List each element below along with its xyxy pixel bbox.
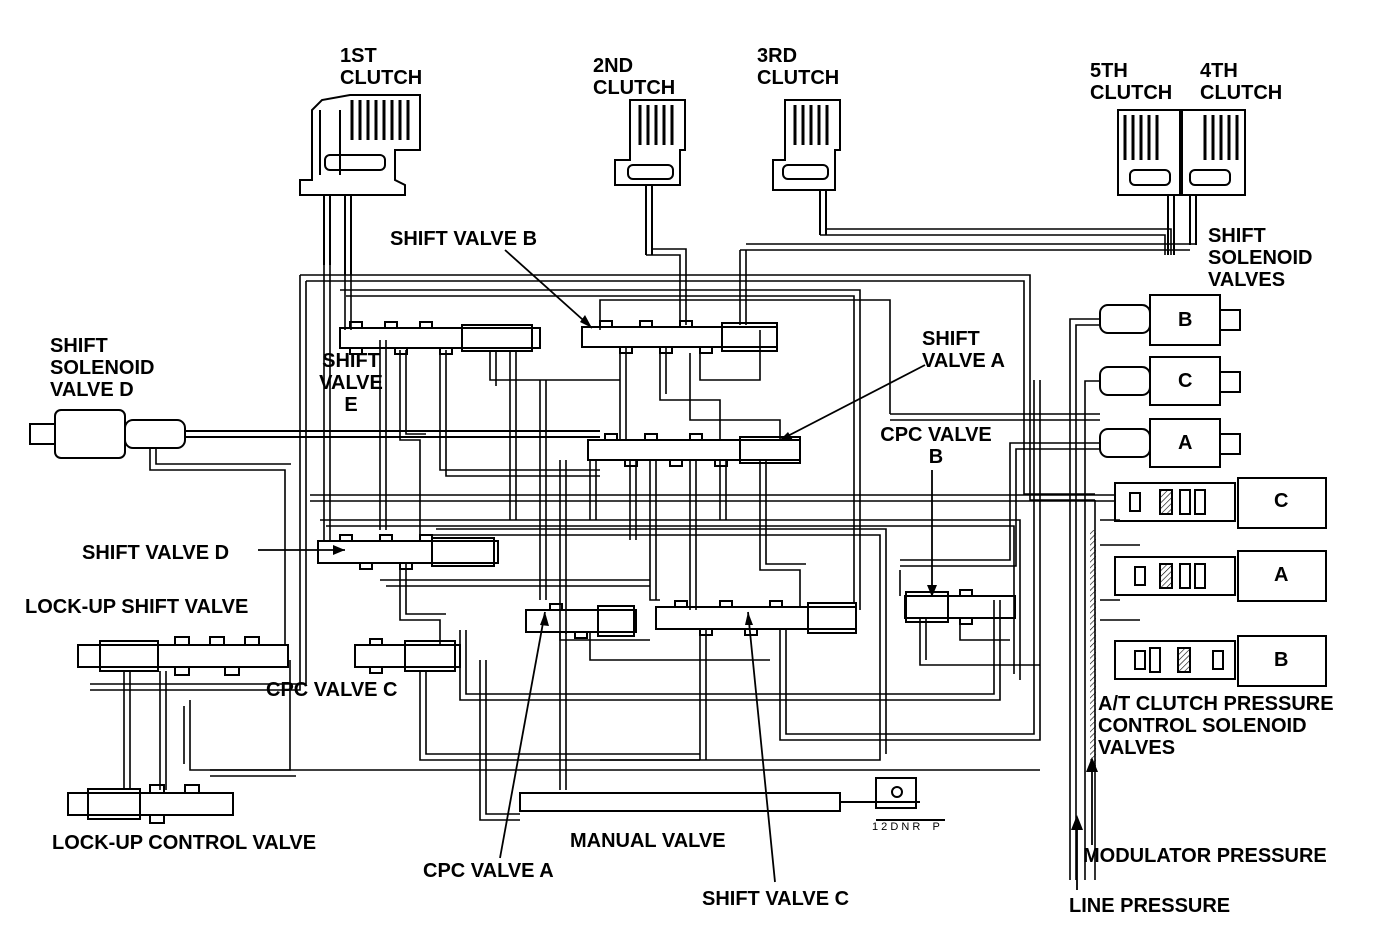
first-clutch-assembly	[299, 94, 421, 275]
shift-valve-c-body	[655, 600, 857, 636]
shift-solenoid-stack	[1099, 294, 1241, 468]
shift-valve-b-label: SHIFT VALVE B	[390, 228, 538, 250]
leader-lines	[258, 249, 1093, 890]
shift-valve-b-body	[581, 320, 778, 354]
pressure-solenoid-b-letter: B	[1274, 649, 1289, 671]
cpc-valve-a-body	[525, 603, 637, 639]
shift-solenoid-b-letter: B	[1178, 309, 1193, 331]
third-clutch-assembly	[772, 99, 841, 235]
second-clutch-assembly	[614, 99, 686, 255]
manual-valve-positions: 1 2 D N R P	[872, 821, 940, 833]
lock-up-control-valve-label: LOCK-UP CONTROL VALVE	[52, 832, 317, 854]
shift-solenoid-valves-label: SHIFT SOLENOID VALVES	[1208, 225, 1313, 291]
pressure-solenoid-c-letter: C	[1274, 490, 1289, 512]
shift-valve-c-label: SHIFT VALVE C	[702, 888, 850, 910]
shift-valve-d-label: SHIFT VALVE D	[82, 542, 230, 564]
shift-solenoid-d-body	[29, 409, 600, 459]
shift-valve-a-body	[587, 433, 801, 467]
cpc-valve-c-body	[354, 638, 461, 674]
shift-solenoid-c-letter: C	[1178, 370, 1193, 392]
shift-valve-d-body	[317, 534, 499, 570]
lock-up-shift-valve-label: LOCK-UP SHIFT VALVE	[25, 596, 249, 618]
pressure-solenoid-a-letter: A	[1274, 564, 1289, 586]
shift-solenoid-a-letter: A	[1178, 432, 1193, 454]
pressure-control-solenoid-stack	[1114, 477, 1327, 687]
lock-up-shift-valve-body	[77, 636, 289, 676]
shift-valve-e-label: SHIFT VALVE E	[319, 350, 383, 416]
arrowheads	[333, 315, 1098, 830]
shift-valve-e-body	[339, 321, 541, 355]
lock-up-control-valve-body	[67, 784, 234, 824]
fifth-fourth-clutch-assembly	[1117, 109, 1246, 255]
at-clutch-pressure-label: A/T CLUTCH PRESSURE CONTROL SOLENOID VAL…	[1098, 693, 1334, 759]
manual-valve-label: MANUAL VALVE	[570, 830, 726, 852]
manual-valve-body	[519, 777, 945, 821]
shift-solenoid-valve-d-label: SHIFT SOLENOID VALVE D	[50, 335, 155, 401]
cpc-valve-c-label: CPC VALVE C	[266, 679, 398, 701]
cpc-valve-a-label: CPC VALVE A	[423, 860, 554, 882]
modulator-pressure-label: MODULATOR PRESSURE	[1083, 845, 1327, 867]
line-pressure-label: LINE PRESSURE	[1069, 895, 1231, 917]
